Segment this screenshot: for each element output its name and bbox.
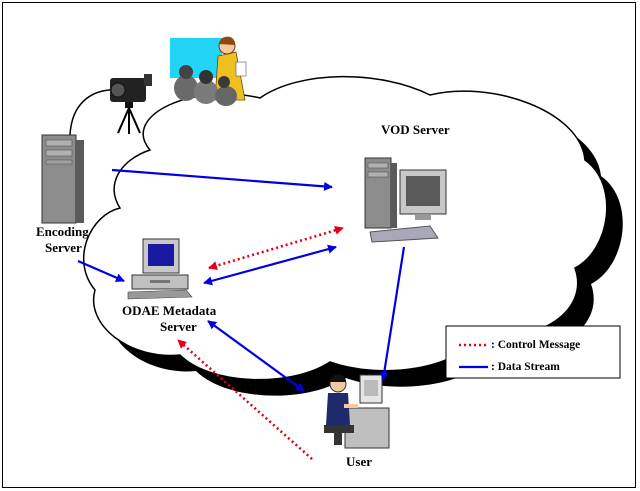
- metadata-server-label-2: Server: [160, 319, 197, 334]
- legend-control-message-label: : Control Message: [491, 339, 580, 351]
- vod-server-icon: [364, 157, 447, 243]
- metadata-server-icon: [127, 238, 193, 300]
- user-workstation-icon: [324, 374, 390, 449]
- encoding-server-label-1: Encoding: [36, 224, 89, 239]
- arrow-encoding-to-metadata: [77, 259, 125, 283]
- vod-server-label: VOD Server: [381, 122, 450, 137]
- metadata-server-label-1: ODAE Metadata: [122, 303, 217, 318]
- video-camera-icon: [69, 74, 152, 136]
- arrow-vod-to-user: [379, 246, 406, 381]
- network-cloud: [83, 75, 623, 396]
- encoding-server-icon: [41, 134, 84, 224]
- arrow-metadata-vod-control: [208, 225, 344, 271]
- presenter-audience-icon: [170, 36, 247, 106]
- user-label: User: [346, 454, 372, 469]
- arrow-encoding-to-vod: [111, 168, 333, 191]
- arrow-metadata-user-data: [207, 320, 305, 392]
- encoding-server-label-2: Server: [45, 240, 82, 255]
- legend-data-stream-label: : Data Stream: [491, 361, 560, 373]
- legend: : Control Message : Data Stream: [445, 325, 621, 379]
